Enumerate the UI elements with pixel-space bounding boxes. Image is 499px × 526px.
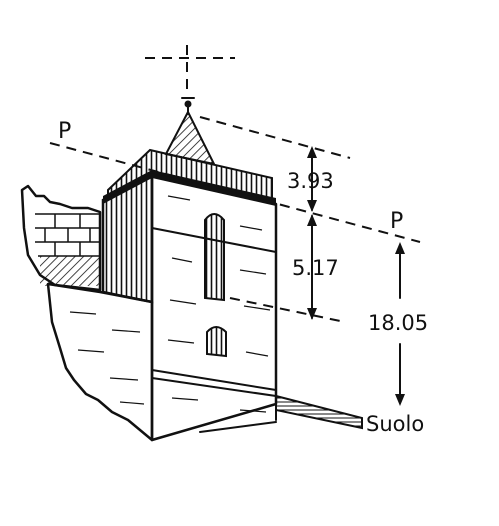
cross-symbol <box>145 45 235 95</box>
dimension-roof <box>307 146 317 212</box>
parapet <box>103 148 276 206</box>
dim-label-roof: 3.93 <box>287 169 334 193</box>
roof-top-reference-line <box>199 116 351 159</box>
spire-roof <box>164 97 216 166</box>
upper-window <box>204 213 225 302</box>
ground-label: Suolo <box>366 412 424 436</box>
dimension-upper <box>307 214 317 320</box>
base-reference-line <box>229 297 346 323</box>
lower-window <box>206 326 227 358</box>
ground-ledge <box>199 394 363 433</box>
dim-label-total: 18.05 <box>368 311 428 335</box>
back-wall <box>20 184 102 292</box>
dimension-total <box>395 242 405 406</box>
dim-label-upper: 5.17 <box>292 256 339 280</box>
plane-label-left: P <box>58 119 71 144</box>
lower-wall <box>46 282 154 442</box>
plane-label-right: P <box>390 209 403 234</box>
